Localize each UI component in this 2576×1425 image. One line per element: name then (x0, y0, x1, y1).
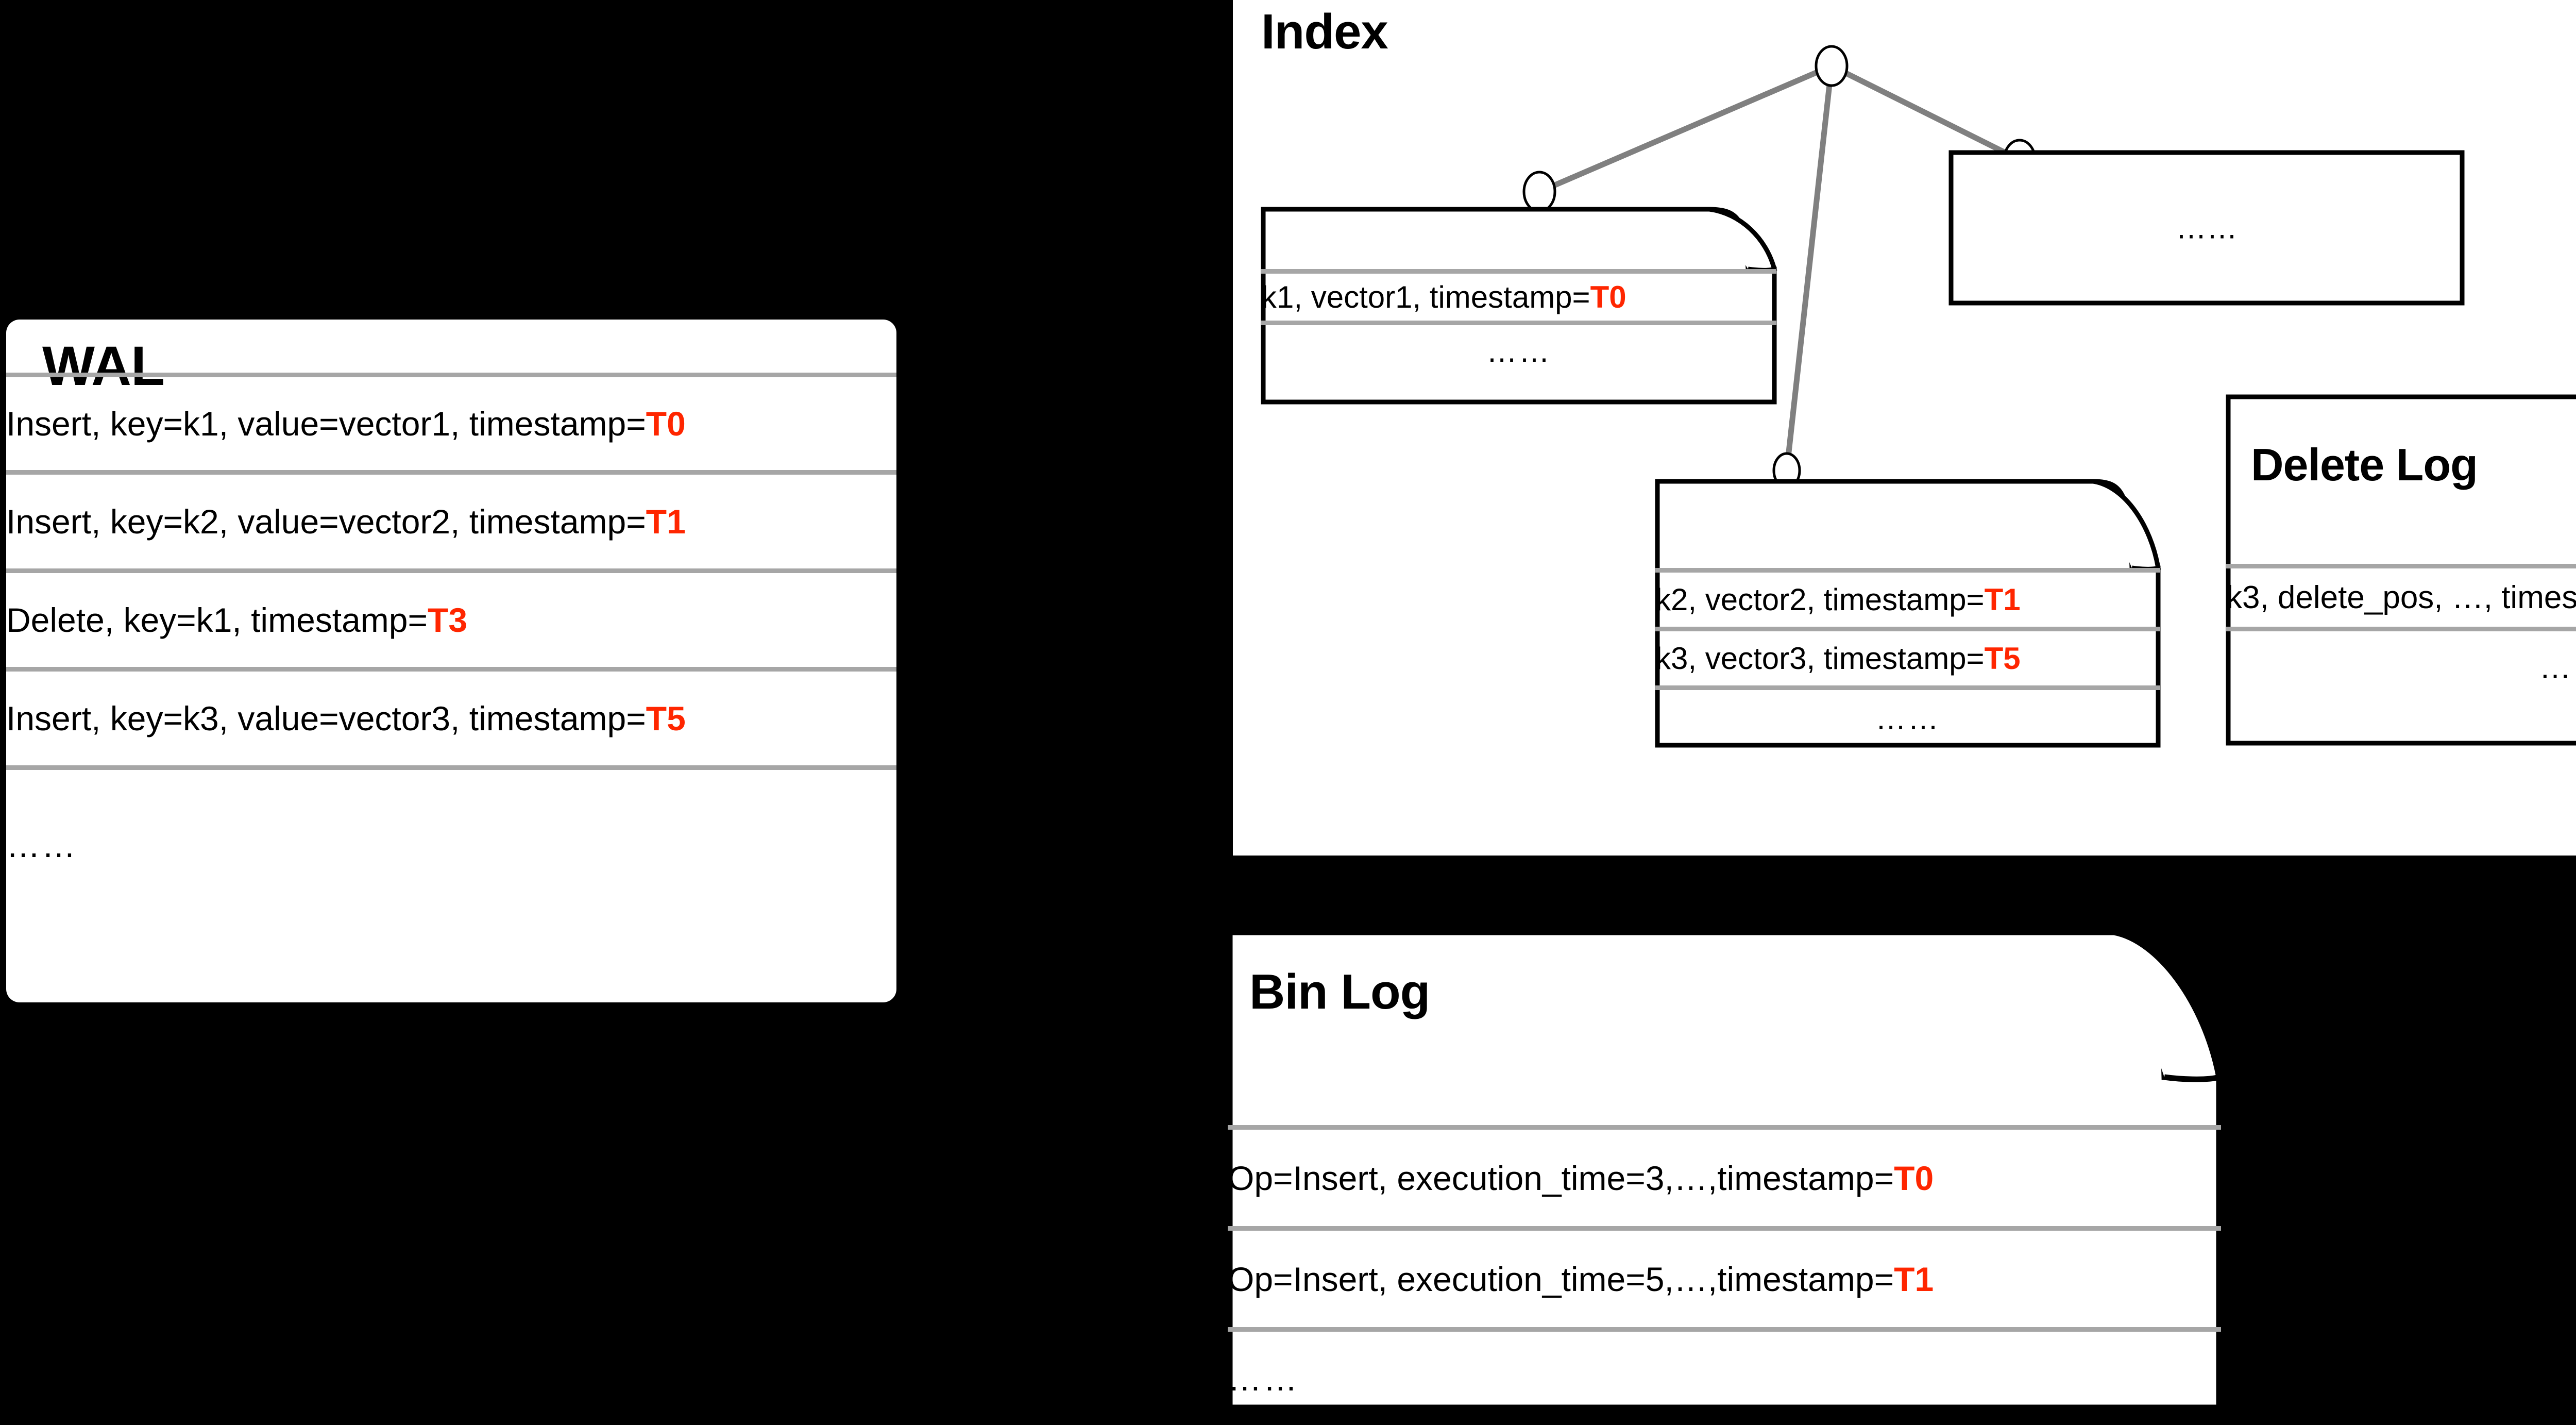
index-row-text: k3, vector3, timestamp=T5 (1655, 641, 2021, 676)
index-row: k3, vector3, timestamp=T5 (1655, 627, 2160, 685)
wal-row-text: Insert, key=k3, value=vector3, timestamp… (6, 699, 686, 737)
delete-log-row: k3, delete_pos, …, timestamp=T3 (2226, 564, 2576, 627)
delete-log-row-ellipsis: …… (2539, 649, 2576, 685)
timestamp-value: T1 (646, 502, 686, 541)
wal-row-ellipsis: …… (6, 826, 77, 864)
index-title: Index (1261, 4, 1388, 59)
tree-edge-right (1830, 63, 2021, 162)
document-shape (1261, 207, 1777, 405)
index-panel: Index k1, vector1, timestamp=T0 (1233, 0, 2576, 856)
wal-row-text: Insert, key=k1, value=vector1, timestamp… (6, 405, 686, 443)
tree-edges (1538, 63, 2021, 471)
bin-log-row-text: Op=Insert, execution_time=5,…,timestamp=… (1228, 1260, 1934, 1298)
timestamp-value: T0 (1894, 1159, 1934, 1197)
bin-log-row-text: Op=Insert, execution_time=3,…,timestamp=… (1228, 1159, 1934, 1197)
timestamp-value: T0 (1590, 279, 1626, 314)
k1-row-list: k1, vector1, timestamp=T0 …… (1261, 269, 1776, 377)
delete-log-card: Delete Log k3, delete_pos, …, timestamp=… (2226, 394, 2576, 746)
index-row: k1, vector1, timestamp=T0 (1261, 269, 1776, 321)
document-shape (1227, 929, 2223, 1411)
timestamp-value: T3 (428, 601, 468, 639)
index-node-ellipsis-text: …… (2176, 210, 2238, 245)
bin-log-row-ellipsis: …… (1228, 1359, 1299, 1398)
index-row-ellipsis: …… (1875, 701, 1940, 736)
tree-node-child-left (1522, 171, 1556, 213)
index-row: …… (1655, 685, 2160, 747)
delete-log-row-list: k3, delete_pos, …, timestamp=T3 …… (2226, 564, 2576, 704)
index-row: …… (1261, 321, 1776, 377)
index-row-text: k1, vector1, timestamp=T0 (1261, 279, 1626, 314)
bin-log-row: Op=Insert, execution_time=5,…,timestamp=… (1228, 1226, 2221, 1327)
index-row-ellipsis: …… (1486, 333, 1551, 368)
wal-row-list: Insert, key=k1, value=vector1, timestamp… (6, 373, 896, 920)
delete-log-row: …… (2226, 627, 2576, 704)
wal-title: WAL (42, 334, 165, 397)
index-row: k2, vector2, timestamp=T1 (1655, 568, 2160, 627)
bin-log-title: Bin Log (1249, 964, 1430, 1019)
wal-row-text: Insert, key=k2, value=vector2, timestamp… (6, 502, 686, 541)
timestamp-value: T1 (1894, 1260, 1934, 1298)
wal-row: Insert, key=k3, value=vector3, timestamp… (6, 667, 896, 765)
wal-panel: WAL Insert, key=k1, value=vector1, times… (6, 320, 896, 1002)
timestamp-value: T1 (1984, 582, 2021, 617)
index-leaf-node-k1: k1, vector1, timestamp=T0 …… (1261, 207, 1777, 405)
k23-row-list: k2, vector2, timestamp=T1 k3, vector3, t… (1655, 568, 2160, 747)
wal-row-text: Delete, key=k1, timestamp=T3 (6, 601, 468, 639)
document-shape (2226, 394, 2576, 746)
delete-log-row-text: k3, delete_pos, …, timestamp=T3 (2226, 579, 2576, 615)
index-row-text: k2, vector2, timestamp=T1 (1655, 582, 2021, 617)
timestamp-value: T5 (646, 699, 686, 737)
tree-edge-middle (1784, 65, 1835, 471)
delete-log-title: Delete Log (2251, 439, 2478, 490)
tree-node-root (1815, 45, 1849, 87)
wal-row: Insert, key=k1, value=vector1, timestamp… (6, 373, 896, 470)
tree-edge-left (1538, 63, 1833, 195)
bin-log-row-list: Op=Insert, execution_time=3,…,timestamp=… (1228, 1125, 2221, 1425)
document-shape (1948, 150, 2465, 306)
bin-log-row: …… (1228, 1327, 2221, 1425)
timestamp-value: T5 (1984, 641, 2021, 676)
wal-row: Insert, key=k2, value=vector2, timestamp… (6, 470, 896, 568)
wal-row: Delete, key=k1, timestamp=T3 (6, 568, 896, 667)
index-leaf-node-k2-k3: k2, vector2, timestamp=T1 k3, vector3, t… (1655, 479, 2161, 748)
bin-log-row: Op=Insert, execution_time=3,…,timestamp=… (1228, 1125, 2221, 1226)
index-leaf-node-ellipsis: …… (1948, 150, 2465, 306)
wal-row: …… (6, 765, 896, 920)
bin-log-card: Bin Log Op=Insert, execution_time=3,…,ti… (1227, 929, 2223, 1411)
timestamp-value: T0 (646, 405, 686, 443)
